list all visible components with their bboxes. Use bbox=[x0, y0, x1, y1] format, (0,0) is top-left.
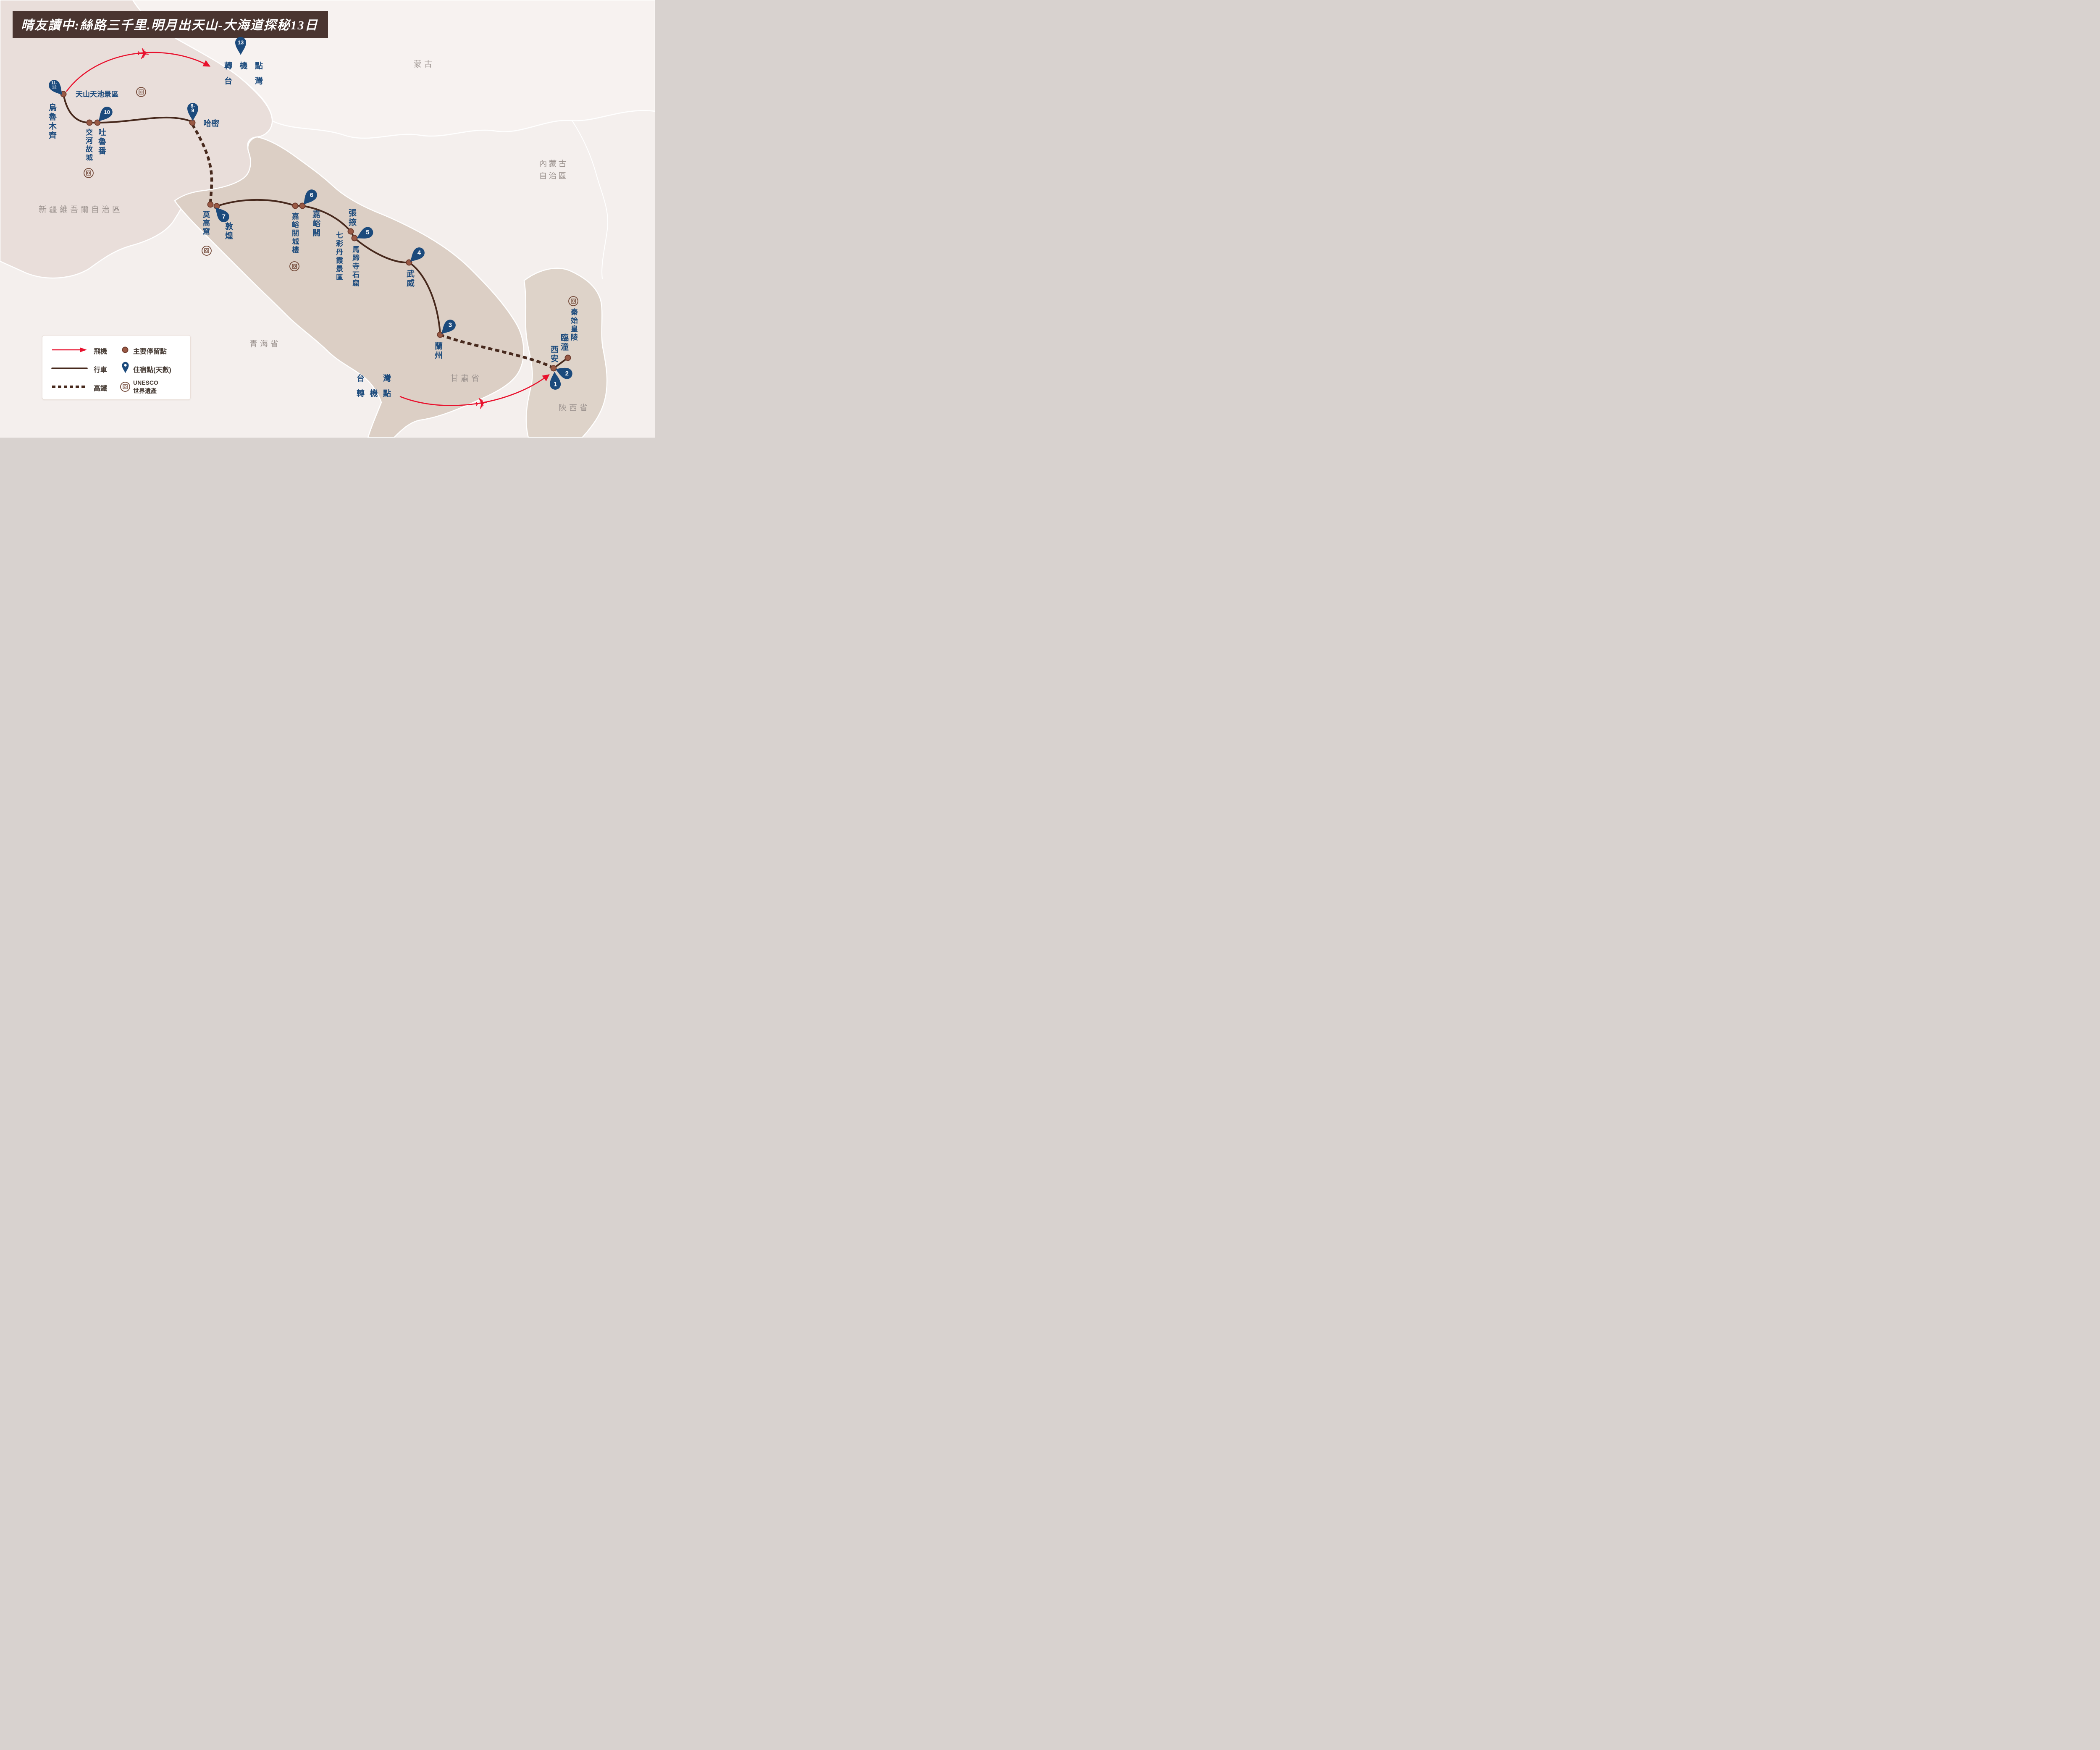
stop-dot-lintong bbox=[564, 354, 571, 361]
label-qin-mausoleum: 秦始皇陵 bbox=[570, 308, 578, 342]
legend-drive-label: 行車 bbox=[94, 367, 108, 374]
flight-route-urumqi-taiwan bbox=[66, 52, 210, 92]
transfer-north-row2: 台灣 bbox=[224, 77, 263, 86]
stop-dot-mogao bbox=[207, 201, 214, 208]
stay-pin-1: 1 bbox=[547, 371, 563, 391]
unesco-icon-mogao bbox=[202, 246, 212, 256]
label-jiayuguan: 嘉峪關 bbox=[311, 210, 320, 238]
stay-pin-4: 4 bbox=[405, 244, 428, 267]
legend-flight-label: 飛機 bbox=[94, 348, 108, 355]
transfer-south-row2: 轉機點 bbox=[357, 389, 391, 398]
legend-unesco-icon bbox=[120, 382, 130, 392]
drive-route-urumqi-hami bbox=[63, 93, 193, 123]
label-jiayuguan-tower: 嘉峪關城樓 bbox=[291, 213, 299, 254]
legend-flight-symbol bbox=[52, 347, 87, 352]
stay-pin-8-9: 8-9 bbox=[186, 102, 200, 121]
label-xian: 西安 bbox=[549, 345, 558, 364]
region-label-qinghai: 青海省 bbox=[249, 340, 281, 349]
stay-pin-2: 2 bbox=[552, 362, 575, 382]
label-lintong: 臨潼 bbox=[559, 333, 568, 352]
rail-route-lanzhou-xian bbox=[439, 333, 552, 368]
region-label-xinjiang: 新疆維吾爾自治區 bbox=[39, 205, 123, 214]
region-border-line bbox=[572, 120, 608, 279]
flight-route-taiwan-xian bbox=[399, 374, 550, 406]
region-label-inner-mongolia-line2: 自治區 bbox=[539, 172, 568, 181]
stay-pin-13: 13 bbox=[234, 37, 248, 55]
legend-rail-symbol bbox=[52, 386, 87, 388]
stay-pin-11-12: 11- 12 bbox=[45, 76, 68, 100]
region-gansu-shape bbox=[174, 136, 525, 438]
legend-unesco-label-line1: UNESCO bbox=[133, 379, 158, 386]
stay-pin-5: 5 bbox=[353, 223, 376, 245]
legend-stay-pin bbox=[122, 362, 129, 373]
label-mogao: 莫高窟 bbox=[202, 211, 210, 236]
silk-road-itinerary-map: ✈ ✈ 晴友讀中:絲路三千里.明月出天山-大海道探秘13日 蒙古 內蒙古 自治區… bbox=[0, 0, 655, 438]
legend-stop-dot bbox=[122, 346, 129, 353]
label-hami: 哈密 bbox=[203, 119, 220, 128]
label-turpan: 吐魯番 bbox=[97, 128, 106, 156]
stay-pin-10: 10 bbox=[93, 103, 116, 126]
transfer-south-row1: 台灣 bbox=[357, 374, 391, 383]
label-jiaohe: 交河故城 bbox=[84, 129, 92, 162]
rail-routes bbox=[191, 123, 552, 368]
stay-pin-3: 3 bbox=[436, 316, 459, 339]
stop-dot-zhangye bbox=[347, 228, 354, 235]
legend-stay-label: 住宿點(天數) bbox=[133, 367, 171, 374]
unesco-icon-tianchi bbox=[136, 87, 146, 97]
plane-icon-north: ✈ bbox=[136, 45, 150, 63]
legend-drive-symbol bbox=[51, 367, 88, 369]
rail-route-hami-dunhuang bbox=[191, 123, 213, 204]
unesco-icon-jiaohe bbox=[84, 168, 94, 178]
label-urumqi: 烏魯木齊 bbox=[47, 103, 56, 140]
label-wuwei: 武威 bbox=[405, 270, 414, 288]
page-title: 晴友讀中:絲路三千里.明月出天山-大海道探秘13日 bbox=[13, 11, 328, 38]
label-mati-temple: 馬蹄寺石窟 bbox=[351, 246, 359, 288]
transfer-north-row1: 轉機點 bbox=[224, 62, 263, 71]
region-shaanxi-shape bbox=[523, 268, 608, 438]
unesco-icon-qin-mausoleum bbox=[568, 296, 578, 306]
plane-icon-south: ✈ bbox=[474, 394, 489, 413]
stay-pin-7: 7 bbox=[210, 202, 233, 226]
flight-routes bbox=[66, 52, 550, 406]
legend-unesco-label-line2: 世界遺產 bbox=[133, 388, 157, 394]
region-label-mongolia: 蒙古 bbox=[414, 60, 435, 69]
region-label-inner-mongolia: 內蒙古 自治區 bbox=[528, 158, 579, 183]
stop-dot-jiaohe bbox=[86, 119, 93, 126]
label-zhangye: 張掖 bbox=[347, 209, 356, 227]
label-lanzhou: 蘭州 bbox=[433, 342, 442, 360]
stop-dot-xian bbox=[550, 365, 557, 372]
label-dunhuang: 敦煌 bbox=[224, 222, 233, 241]
unesco-icon-jiayuguan bbox=[289, 261, 299, 271]
label-qicai-danxia: 七彩丹霞景區 bbox=[335, 231, 343, 282]
legend-rail-label: 高鐵 bbox=[94, 385, 108, 392]
region-label-shaanxi: 陝西省 bbox=[559, 404, 591, 412]
stay-pin-6: 6 bbox=[298, 186, 321, 210]
transfer-point-taiwan-north: 轉機點 台灣 bbox=[224, 60, 263, 90]
stop-dot-jiayuguan-tower bbox=[292, 202, 299, 209]
legend-box: 飛機 行車 高鐵 主要停留點 住宿點(天數) UNESCO 世界遺產 bbox=[42, 335, 191, 400]
transfer-point-taiwan-south: 台灣 轉機點 bbox=[357, 372, 391, 402]
region-label-inner-mongolia-line1: 內蒙古 bbox=[539, 160, 568, 168]
region-label-gansu: 甘肅省 bbox=[450, 374, 482, 383]
legend-stop-label: 主要停留點 bbox=[133, 348, 167, 355]
label-tianchi: 天山天池景區 bbox=[76, 90, 118, 98]
